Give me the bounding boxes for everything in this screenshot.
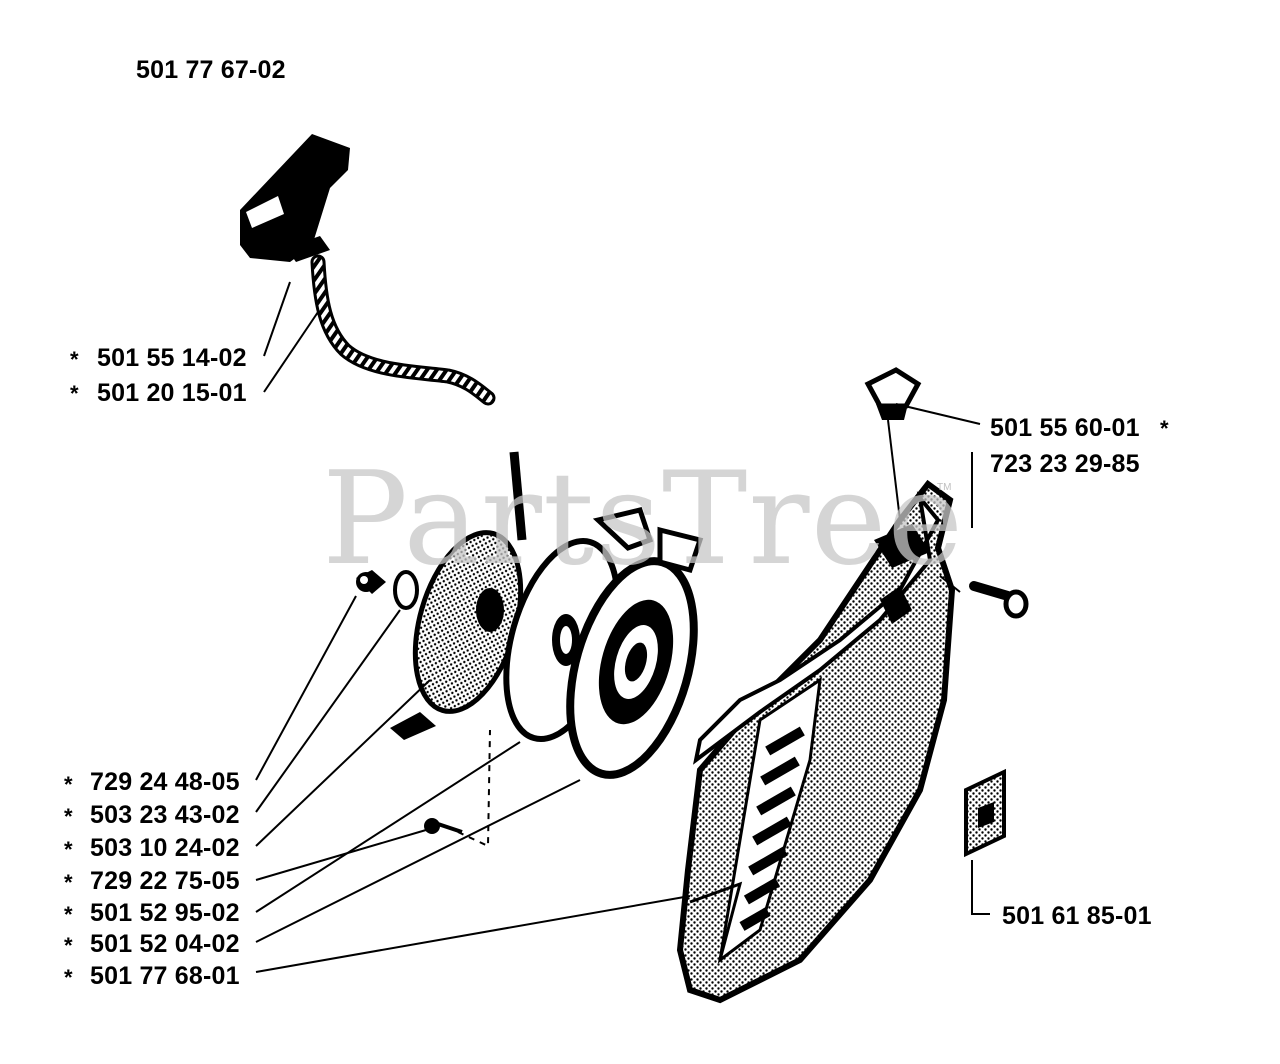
part-label-501201501[interactable]: 501 20 15-01 (97, 379, 247, 407)
star-marker: * (64, 965, 73, 990)
starter-handle-part (240, 134, 350, 262)
star-marker: * (64, 902, 73, 927)
part-label-501529502[interactable]: 501 52 95-02 (90, 899, 240, 927)
screw-part (356, 570, 386, 594)
cover-screw-part (969, 581, 1029, 619)
part-label-501520402[interactable]: 501 52 04-02 (90, 930, 240, 958)
small-screw-part (424, 818, 463, 834)
washer-part (393, 570, 419, 610)
part-label-729227505[interactable]: 729 22 75-05 (90, 867, 240, 895)
part-label-501776801[interactable]: 501 77 68-01 (90, 962, 240, 990)
part-label-503234302[interactable]: 503 23 43-02 (90, 801, 240, 829)
starter-rope-part (310, 254, 496, 406)
star-marker: * (70, 381, 79, 406)
part-label-501551402[interactable]: 501 55 14-02 (97, 344, 247, 372)
star-marker: * (64, 933, 73, 958)
part-label-501556001[interactable]: 501 55 60-01 (990, 414, 1140, 442)
decal-part (964, 768, 1006, 858)
part-label-729244805[interactable]: 729 24 48-05 (90, 768, 240, 796)
part-label-723232985[interactable]: 723 23 29-85 (990, 450, 1140, 478)
star-marker: * (64, 804, 73, 829)
watermark: PartsTree (322, 445, 965, 594)
rope-pulley-part (390, 530, 524, 740)
leader-lines (255, 281, 990, 973)
watermark-trademark: TM (937, 482, 952, 493)
star-marker: * (64, 870, 73, 895)
plug-part (864, 367, 922, 420)
part-label-503102402[interactable]: 503 10 24-02 (90, 834, 240, 862)
star-marker: * (70, 347, 79, 372)
spring-housing-part (566, 507, 704, 779)
part-label-501618501[interactable]: 501 61 85-01 (1002, 902, 1152, 930)
star-marker: * (64, 837, 73, 862)
rope-strand-part (509, 451, 527, 541)
star-marker: * (1160, 416, 1169, 441)
assembly-number: 501 77 67-02 (136, 56, 286, 84)
star-marker: * (64, 772, 73, 797)
